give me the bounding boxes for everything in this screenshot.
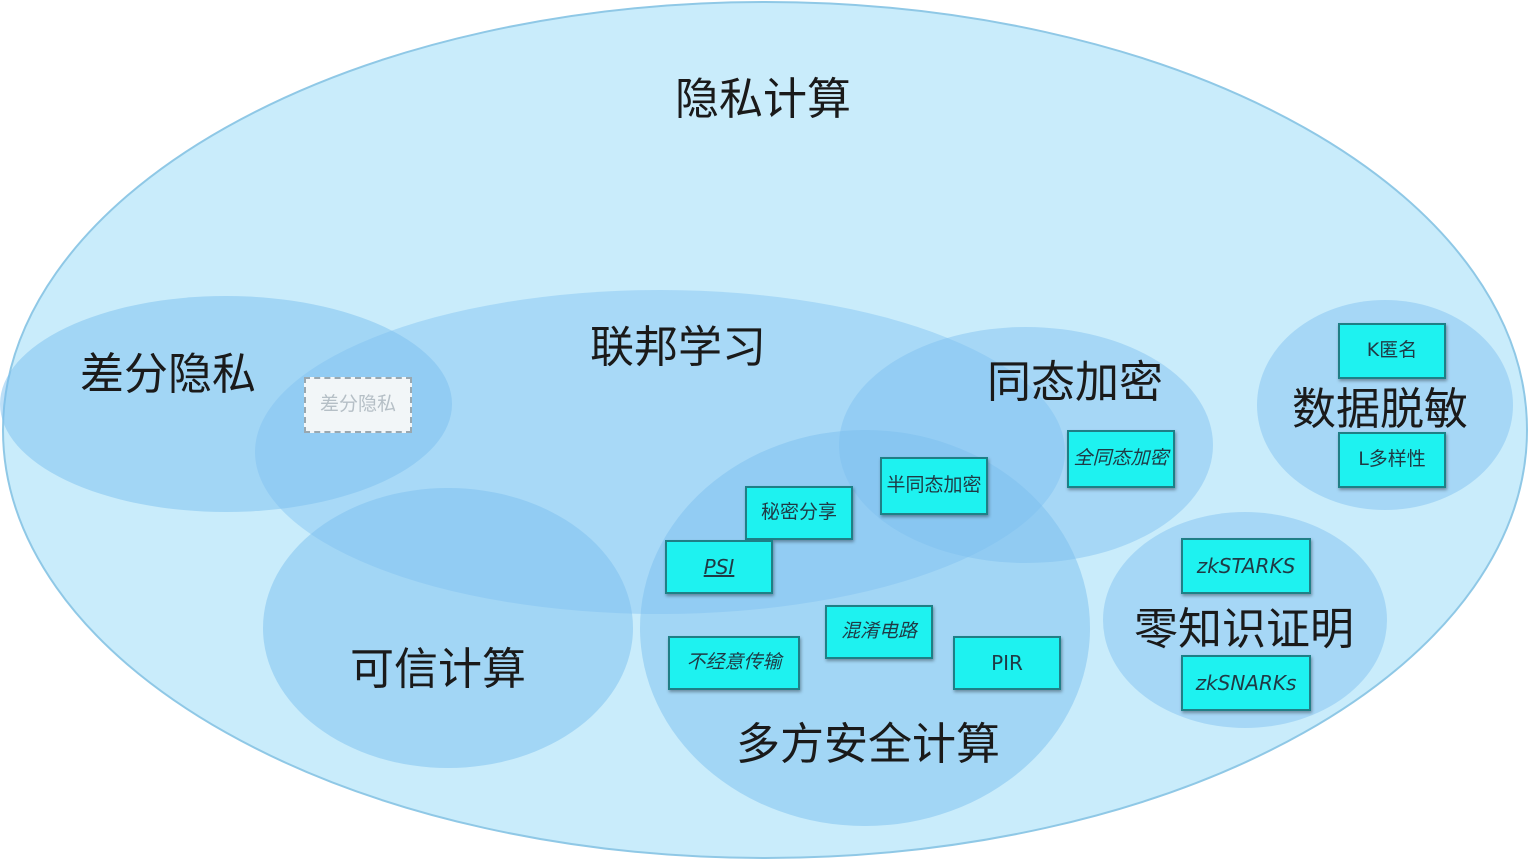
- region-label-zero-knowledge-proof: 零知识证明: [1134, 604, 1354, 655]
- region-label-homomorphic-encryption: 同态加密: [987, 357, 1163, 408]
- box-garbled-circuit: 混淆电路: [825, 605, 933, 659]
- region-label-federated-learning: 联邦学习: [590, 322, 766, 373]
- box-secret-sharing: 秘密分享: [745, 486, 853, 540]
- box-psi: PSI: [665, 540, 773, 594]
- region-label-data-masking: 数据脱敏: [1292, 384, 1468, 435]
- box-fully-homomorphic-encryption: 全同态加密: [1067, 430, 1175, 488]
- box-k-anonymity: K匿名: [1338, 323, 1446, 379]
- ellipse-data-masking: [1257, 300, 1513, 510]
- box-l-diversity: L多样性: [1338, 432, 1446, 488]
- ellipse-trusted-computing: [263, 488, 633, 768]
- box-differential-privacy-placeholder: 差分隐私: [304, 377, 412, 433]
- region-label-secure-multiparty-computation: 多方安全计算: [736, 719, 1000, 770]
- ellipse-zero-knowledge-proof: [1103, 512, 1387, 728]
- box-pir: PIR: [953, 636, 1061, 690]
- region-label-differential-privacy: 差分隐私: [80, 349, 256, 400]
- box-zksnarks: zkSNARKs: [1181, 655, 1311, 711]
- outer-label-privacy-computing: 隐私计算: [675, 74, 851, 125]
- region-label-trusted-computing: 可信计算: [350, 644, 526, 695]
- ellipse-differential-privacy: [0, 296, 452, 512]
- box-oblivious-transfer: 不经意传输: [668, 636, 800, 690]
- box-zkstarks: zkSTARKS: [1181, 538, 1311, 594]
- box-semi-homomorphic-encryption: 半同态加密: [880, 457, 988, 515]
